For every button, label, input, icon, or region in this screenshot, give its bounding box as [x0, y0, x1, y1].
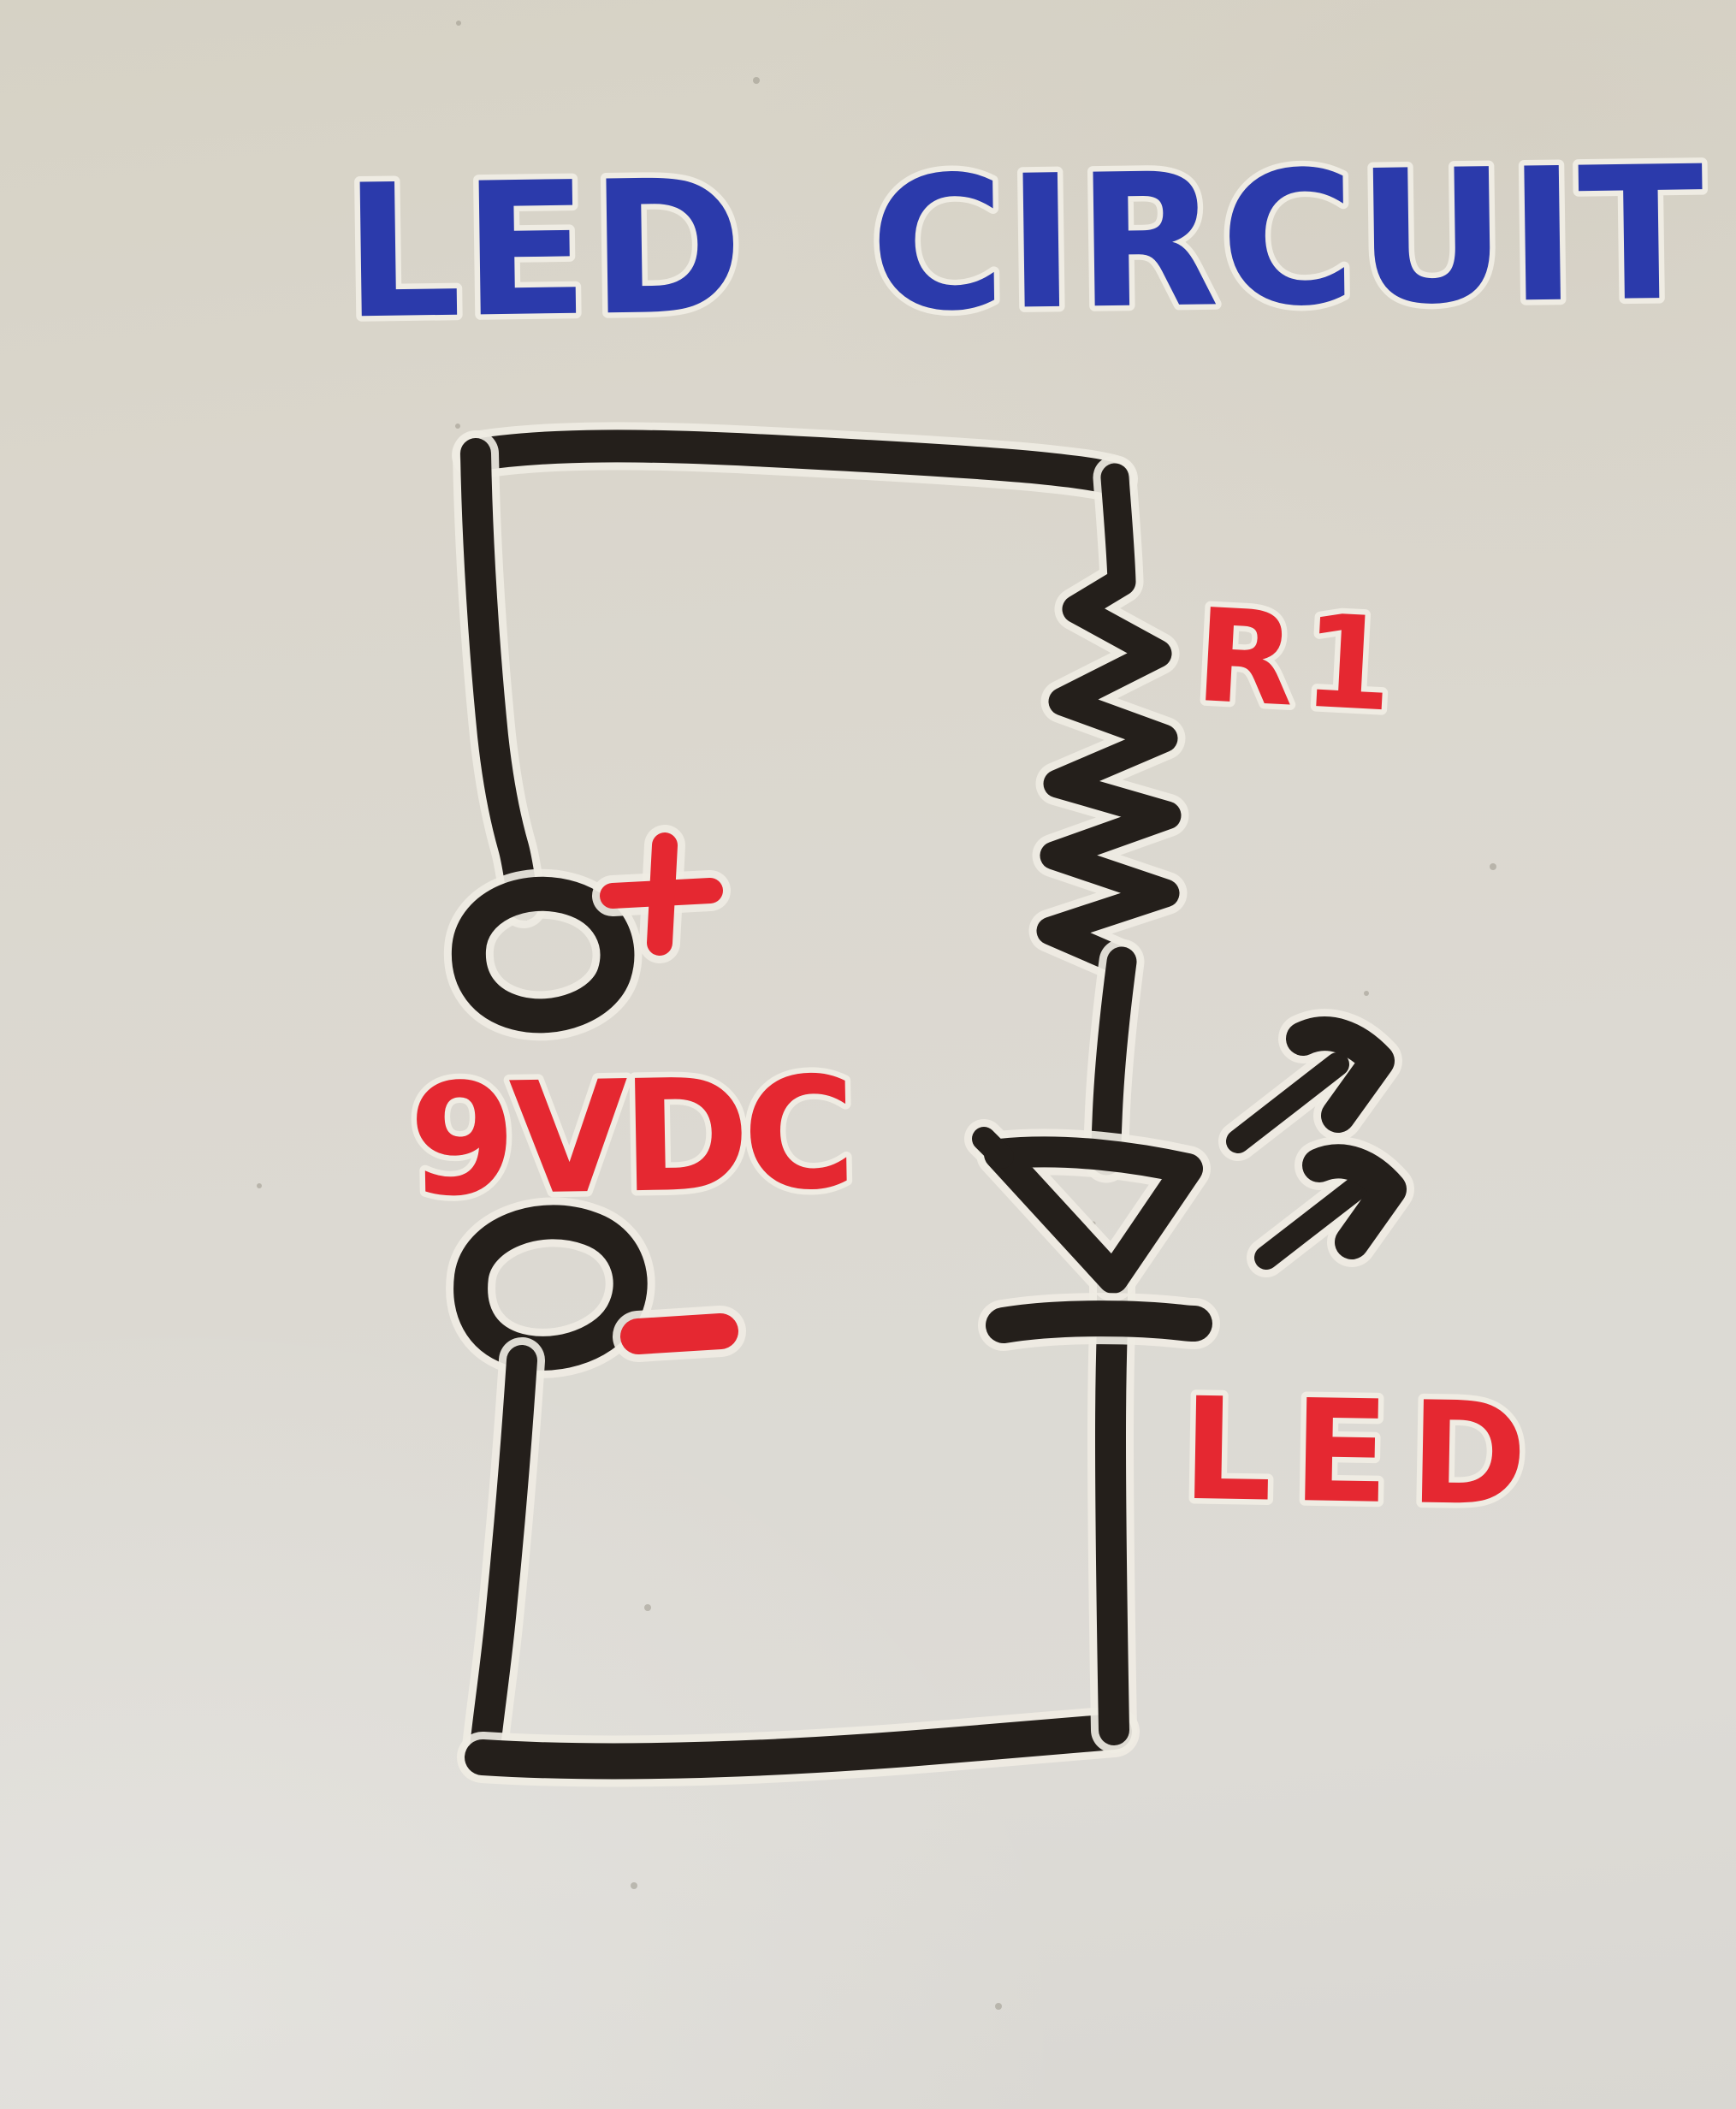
- wire-top: [476, 446, 1114, 479]
- battery-negative-terminal-icon: [471, 1222, 631, 1353]
- wire-left-upper: [476, 453, 524, 905]
- resistor-label: R1: [1193, 582, 1406, 741]
- led-emission-arrows-icon: [1238, 1034, 1389, 1258]
- resistor-zigzag-icon: [1051, 477, 1167, 962]
- wire-resistor-to-led: [1106, 962, 1122, 1160]
- battery-positive-terminal-icon: [469, 894, 618, 1016]
- led-label: LED: [1181, 1367, 1549, 1537]
- battery-voltage-label: 9VDC: [407, 1045, 850, 1231]
- wire-bottom: [483, 1732, 1114, 1762]
- wire-left-lower: [484, 1360, 522, 1756]
- wire-right-lower: [1111, 1281, 1114, 1730]
- led-triangle-icon: [984, 1139, 1188, 1278]
- page-title: LED CIRCUIT: [342, 126, 1707, 359]
- minus-sign: [638, 1331, 720, 1336]
- led-cathode-bar-icon: [1004, 1318, 1194, 1325]
